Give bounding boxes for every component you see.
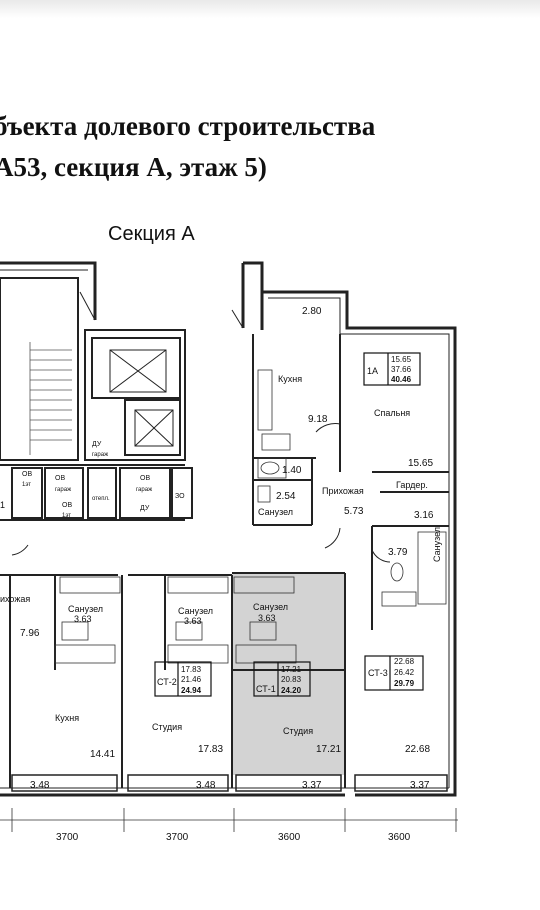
apt-1a-hall-label: Прихожая <box>322 486 364 496</box>
apt-ct1-code: СТ-1 <box>256 684 276 694</box>
core-ov2-sub: гараж <box>55 487 71 493</box>
title-line-1: бъекта долевого строительства <box>0 111 376 141</box>
stair-steps <box>29 342 72 455</box>
top-bar <box>0 0 540 18</box>
balcony-top-area: 2.80 <box>302 306 322 317</box>
area-boxes <box>154 352 424 697</box>
exterior-walls <box>0 261 457 797</box>
wall-inner-lines <box>0 269 450 789</box>
balcony-area-1: 3.48 <box>30 780 50 791</box>
apt-ct2-area1: 17.83 <box>181 665 202 674</box>
apt-1a-kitchen-label: Кухня <box>278 374 302 384</box>
core-ov1: ОВ <box>22 471 32 478</box>
door-arcs <box>11 291 391 563</box>
apt-ct3-bath-area: 3.79 <box>388 547 408 558</box>
highlight-ct1 <box>232 573 344 775</box>
dimension-3: 3600 <box>278 832 301 843</box>
fixtures <box>54 369 447 664</box>
apt-ct2-bath-label: Санузел <box>178 606 213 616</box>
apt-1a-kitchen-area: 9.18 <box>308 414 328 425</box>
apt-left-kitchen-label: Кухня <box>55 713 79 723</box>
apt-1a-hall-area: 5.73 <box>344 506 364 517</box>
core-du-top-sub: гараж <box>92 452 108 458</box>
dimension-2: 3700 <box>166 832 189 843</box>
balconies <box>11 774 448 792</box>
apt-left-hall-label: ихожая <box>0 594 30 604</box>
core-ov3-sub: гараж <box>136 487 152 493</box>
apt-1a-area-total: 37.66 <box>391 365 412 374</box>
apt-ct2-area2: 21.46 <box>181 675 202 684</box>
apt-ct2-bath-area: 3.63 <box>184 616 202 626</box>
apt-1a-bedroom-area: 15.65 <box>408 458 433 469</box>
apt-left-bath-area: 3.63 <box>74 614 92 624</box>
title-line-2: А53, секция А, этаж 5) <box>0 152 267 182</box>
apt-ct3-studio-area: 22.68 <box>405 744 430 755</box>
apt-ct1-area2: 20.83 <box>281 675 302 684</box>
core-otepl: отепл. <box>92 496 110 502</box>
apt-ct1-studio-label: Студия <box>283 726 313 736</box>
apt-left-kitchen-area: 14.41 <box>90 749 115 760</box>
dimension-lines <box>0 808 458 832</box>
apt-1a-bath-area: 2.54 <box>276 491 296 502</box>
apt-ct3-area2: 26.42 <box>394 668 415 677</box>
core-du-bottom: ДУ <box>140 505 150 512</box>
elevator-shafts <box>109 349 174 447</box>
apt-ct2-studio-label: Студия <box>152 722 182 732</box>
balcony-area-3: 3.37 <box>302 780 322 791</box>
apt-ct1-bath-area: 3.63 <box>258 613 276 623</box>
apt-ct3-area3: 29.79 <box>394 679 415 688</box>
apt-left-hall-area: 7.96 <box>20 628 40 639</box>
balcony-area-2: 3.48 <box>196 780 216 791</box>
apt-ct3-area1: 22.68 <box>394 657 415 666</box>
core-ov4-sub: 1эт <box>62 513 71 519</box>
core-ov2: ОВ <box>55 475 65 482</box>
core-ov3: ОВ <box>140 475 150 482</box>
apt-ct1-studio-area: 17.21 <box>316 744 341 755</box>
section-label: Секция А <box>108 223 195 245</box>
apt-ct2-area3: 24.94 <box>181 686 202 695</box>
apt-ct2-studio-area: 17.83 <box>198 744 223 755</box>
apt-ct3-bath-label: Санузел <box>432 527 442 562</box>
apt-1a-code: 1А <box>367 366 378 376</box>
core-left-partial: 1 <box>0 500 5 510</box>
apt-ct1-bath-label: Санузел <box>253 602 288 612</box>
interior-partitions <box>0 334 449 788</box>
apt-ct1-area3: 24.20 <box>281 686 302 695</box>
core-du-top: ДУ <box>92 441 102 448</box>
apt-1a-bedroom-label: Спальня <box>374 408 410 418</box>
floor-plan: Секция А 2.80 ОВ 1эт ОВ гараж ОВ гараж О… <box>0 223 458 843</box>
core-ov1-sub: 1эт <box>22 482 31 488</box>
apt-ct1-area1: 17.21 <box>281 665 302 674</box>
apt-1a-area-balcony: 40.46 <box>391 375 412 384</box>
apt-1a-wardrobe-area: 3.16 <box>414 510 434 521</box>
balcony-area-4: 3.37 <box>410 780 430 791</box>
apt-1a-bath-label: Санузел <box>258 507 293 517</box>
stair-core <box>0 277 193 521</box>
apt-1a-area-living: 15.65 <box>391 355 412 364</box>
apt-1a-wardrobe-label: Гардер. <box>396 480 428 490</box>
apt-1a-closet-area: 1.40 <box>282 465 302 476</box>
dimension-4: 3600 <box>388 832 411 843</box>
core-zo: ЗО <box>175 493 185 500</box>
dimension-1: 3700 <box>56 832 79 843</box>
apt-left-bath-label: Санузел <box>68 604 103 614</box>
apt-ct3-code: СТ-3 <box>368 668 388 678</box>
core-ov4: ОВ <box>62 502 72 509</box>
apt-ct2-code: СТ-2 <box>157 677 177 687</box>
